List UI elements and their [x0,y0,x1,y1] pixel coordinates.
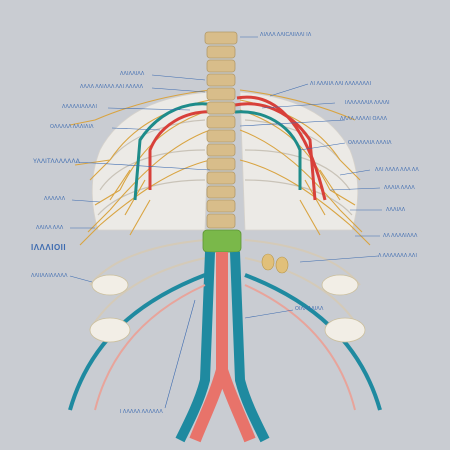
aorta [189,252,256,443]
label-right-9: Λ ΛΛΛΛΛΛΛ ΛΛΙ [378,253,418,259]
label-right-2: ΙΛΛΛΛΛΛΙΛ ΛΛΛΛΙ [345,100,390,106]
lower-rib-ends [89,274,366,343]
adrenal-glands [261,253,289,274]
spine [204,31,238,229]
green-band [202,229,242,253]
vena-cava [175,251,270,443]
label-left-8: ΛΛΙΙΛΛΙΛΛΛΛΛ [31,273,68,279]
label-left-big: ΙΛΛΛΙΟΙΙ [31,243,67,252]
label-right-1: ΛΙ ΛΛΛΙΙΛ ΛΛΙ ΛΛΛΛΛΛΛΙ [310,81,372,87]
leader-lines [69,36,382,409]
label-left-2: ΛΛΛΛ ΛΛΙΛΛΛ ΛΛΙ ΛΛΛΛΛ [80,84,144,90]
label-left-1: ΛΛΙΛΛΙΛΛ [120,71,145,77]
label-left-4: ΟΛΛΛΛΛ ΛΛΛΙΛΙΛ [50,124,94,130]
label-right-4: ΟΛΛΛΛΛΙΛ ΛΛΛΙΛ [348,140,392,146]
label-center-right: ΟΙΛΛΛΛΙΛΛ [295,306,324,312]
label-top-center: ΛΙΛΛΛ ΛΛΙCΛΙΙΛΛΙ ΙΛ [260,32,312,38]
label-right-6: ΛΛΛΙΛ ΛΛΛΛ [384,185,415,191]
label-right-3: ΛΛΛΛ ΛΛΛΛΙ ΟΛΛΛ [340,116,388,122]
label-left-5: ΥΛΛΙΤΛΛΛΛΛΛΛ [33,159,80,165]
label-left-3: ΛΛΛΛΛΙΛΛΛΛΙ [62,104,98,110]
vessels-upper [133,95,327,201]
label-right-5: ΛΛΙ ΛΛΛΛ ΛΛΛ ΛΛ [375,167,419,173]
label-right-8: ΛΛ ΛΛΛΛΙΛΛΛ [383,233,418,239]
label-left-7: ΛΛΙΛΛ ΛΛΛ [36,225,64,231]
label-left-6: ΛΛΛΛΛΛ [44,196,66,202]
label-right-7: ΛΛΛΙΛΛ [386,207,406,213]
label-bottom: Ι ΛΛΛΛΛ ΛΛΛΛΛΛ [120,409,163,415]
